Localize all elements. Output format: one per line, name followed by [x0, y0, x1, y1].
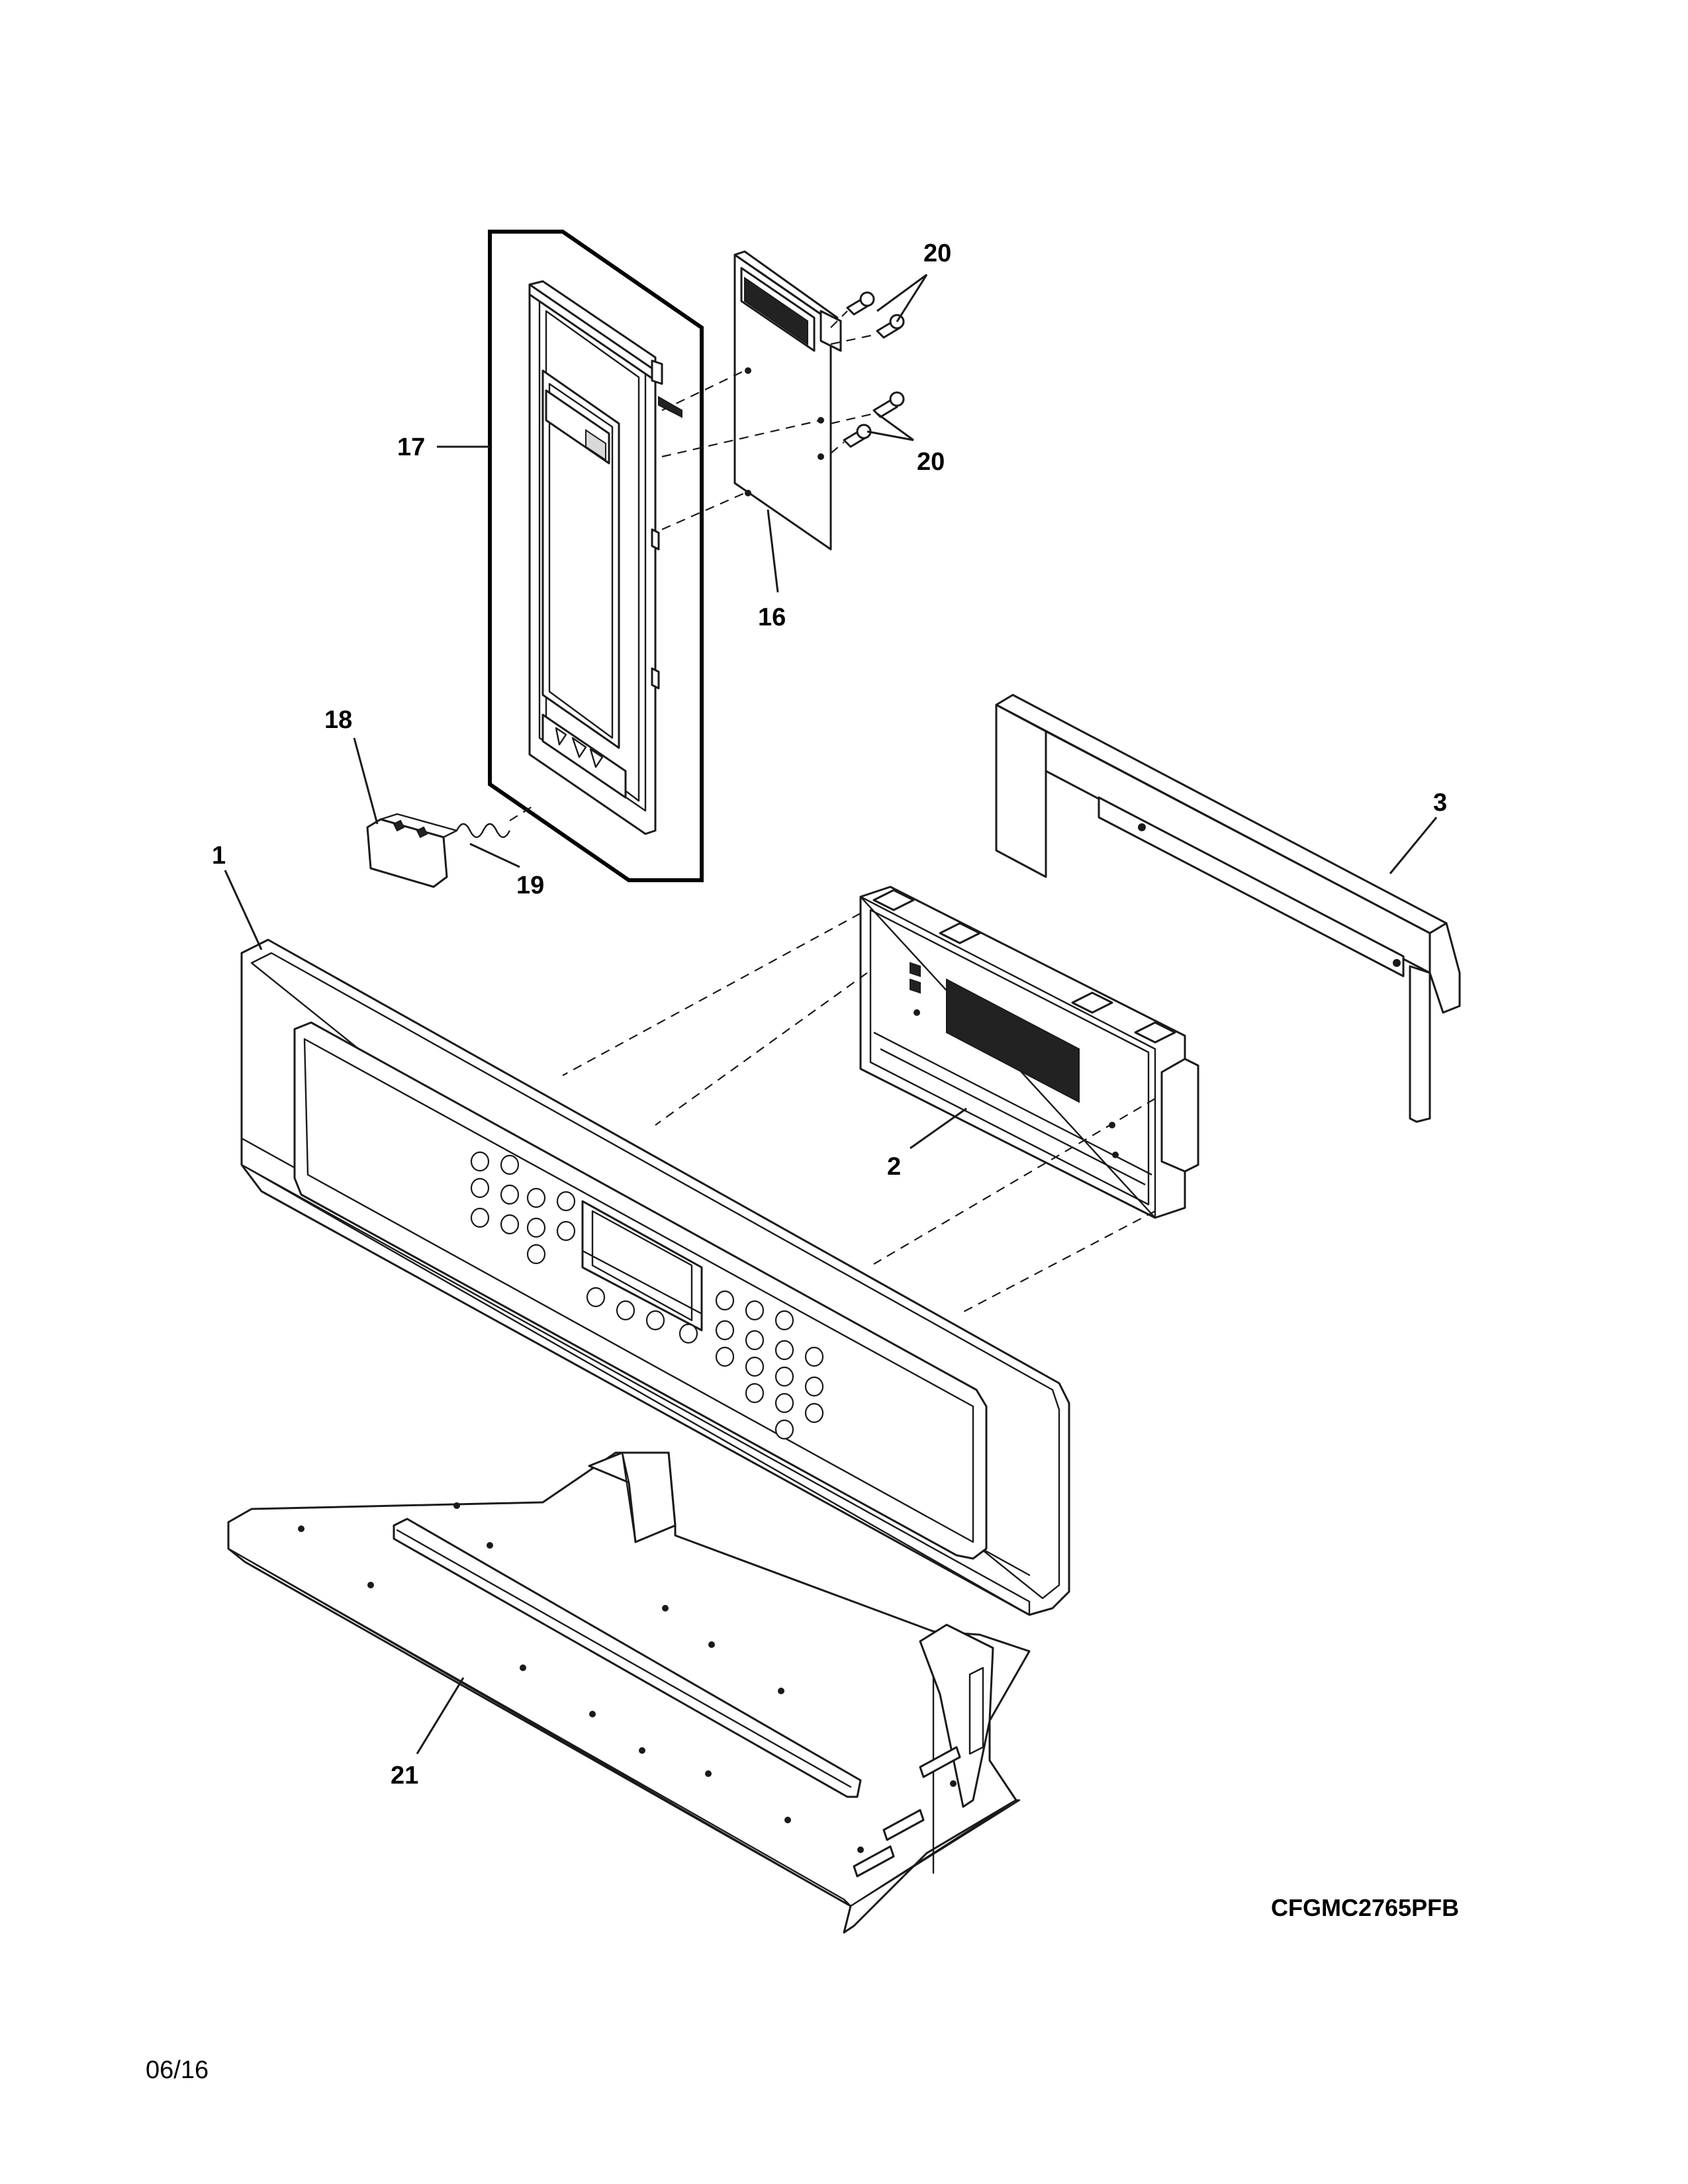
part-20-screws: [843, 291, 905, 448]
callout-leaders: [224, 273, 1438, 1754]
callout-18: 18: [324, 706, 352, 734]
keypad-button: [500, 1214, 520, 1235]
keypad-button: [526, 1217, 546, 1238]
keypad-button: [526, 1244, 546, 1265]
keypad-button: [774, 1392, 794, 1414]
keypad-button: [745, 1300, 765, 1321]
keypad-button: [500, 1154, 520, 1175]
callout-labels: 20 20 17 16 18 19 1 3 2 21: [212, 240, 1447, 1790]
keypad-button: [586, 1287, 606, 1308]
keypad-button: [470, 1151, 490, 1172]
keypad-button: [526, 1187, 546, 1208]
date-code: 06/16: [146, 2056, 209, 2084]
keypad-button: [715, 1346, 735, 1367]
keypad-button: [500, 1184, 520, 1205]
model-number: CFGMC2765PFB: [1271, 1894, 1459, 1921]
part-1-keypad: [470, 1151, 824, 1440]
keypad-button: [774, 1419, 794, 1440]
callout-3: 3: [1433, 789, 1447, 817]
part-2-control-board: [859, 886, 1199, 1219]
keypad-button: [774, 1310, 794, 1331]
callout-17: 17: [397, 433, 425, 461]
keypad-button: [804, 1376, 824, 1397]
part-3-trim-bracket: [995, 694, 1461, 1123]
alignment-lines-2-1: [562, 913, 1156, 1314]
callout-20-top: 20: [923, 240, 951, 267]
alignment-lines-17-16: [661, 310, 878, 531]
callout-20-bottom: 20: [917, 448, 945, 476]
callout-21: 21: [391, 1762, 418, 1790]
part-16-display-board: [733, 250, 905, 551]
keypad-button: [645, 1310, 665, 1331]
keypad-button: [804, 1346, 824, 1367]
part-21-heat-shield: [227, 1451, 1031, 1934]
keypad-button: [616, 1300, 635, 1321]
part-19-spring: [455, 803, 537, 839]
keypad-button: [556, 1191, 576, 1212]
keypad-button: [470, 1177, 490, 1199]
part-17-console-insert: [488, 230, 704, 882]
keypad-button: [470, 1207, 490, 1228]
keypad-button: [745, 1383, 765, 1404]
keypad-button: [804, 1402, 824, 1424]
callout-16: 16: [758, 604, 786, 631]
keypad-button: [774, 1340, 794, 1361]
callout-19: 19: [516, 872, 544, 899]
callout-2: 2: [887, 1153, 901, 1181]
keypad-button: [774, 1366, 794, 1387]
keypad-button: [679, 1323, 698, 1344]
keypad-button: [715, 1320, 735, 1341]
keypad-button: [745, 1356, 765, 1377]
keypad-button: [715, 1290, 735, 1311]
keypad-button: [556, 1220, 576, 1242]
callout-1: 1: [212, 842, 226, 870]
part-18-push-button: [366, 813, 458, 888]
part-1-control-panel: [240, 938, 1070, 1616]
keypad-button: [745, 1330, 765, 1351]
